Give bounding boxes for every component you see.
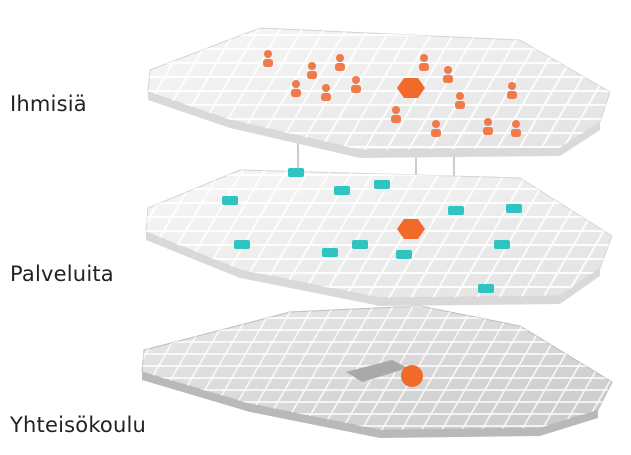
person-icon [511,120,521,137]
person-icon [419,54,429,71]
person-icon [291,80,301,97]
person-icon [307,62,317,79]
service-building-icon [222,196,238,205]
service-building-icon [234,240,250,249]
service-building-icon [396,250,412,259]
people-layer-map [147,27,611,158]
service-building-icon [494,240,510,249]
person-icon [351,76,361,93]
service-building-icon [334,186,350,195]
community-layer-map [141,305,613,438]
people-layer-edge [148,92,600,158]
person-icon [455,92,465,109]
services-layer-streets [146,170,612,298]
person-icon [443,66,453,83]
people-markers [263,50,521,137]
school-hub-icon [397,219,425,239]
services-layer-map [145,168,613,306]
service-building-icon [352,240,368,249]
school-hub-icon [397,78,425,98]
layer-label-services: Palveluita [10,262,114,286]
people-layer-streets [148,28,610,150]
service-building-icon [506,204,522,213]
person-icon [321,84,331,101]
person-icon [263,50,273,67]
person-icon [507,82,517,99]
community-layer-edge [142,372,598,438]
layer-label-people: Ihmisiä [10,92,87,116]
person-icon [391,106,401,123]
service-building-icon [374,180,390,189]
service-building-icon [448,206,464,215]
person-icon [431,120,441,137]
service-building-icon [322,248,338,257]
service-building-icon [288,168,304,177]
service-building-icon [478,284,494,293]
service-markers [222,168,522,293]
person-icon [483,118,493,135]
community-school-block [346,360,408,382]
services-layer-edge [146,232,600,306]
layer-label-community: Yhteisökoulu [10,413,147,437]
school-hub-icon [401,365,423,387]
person-icon [335,54,345,71]
